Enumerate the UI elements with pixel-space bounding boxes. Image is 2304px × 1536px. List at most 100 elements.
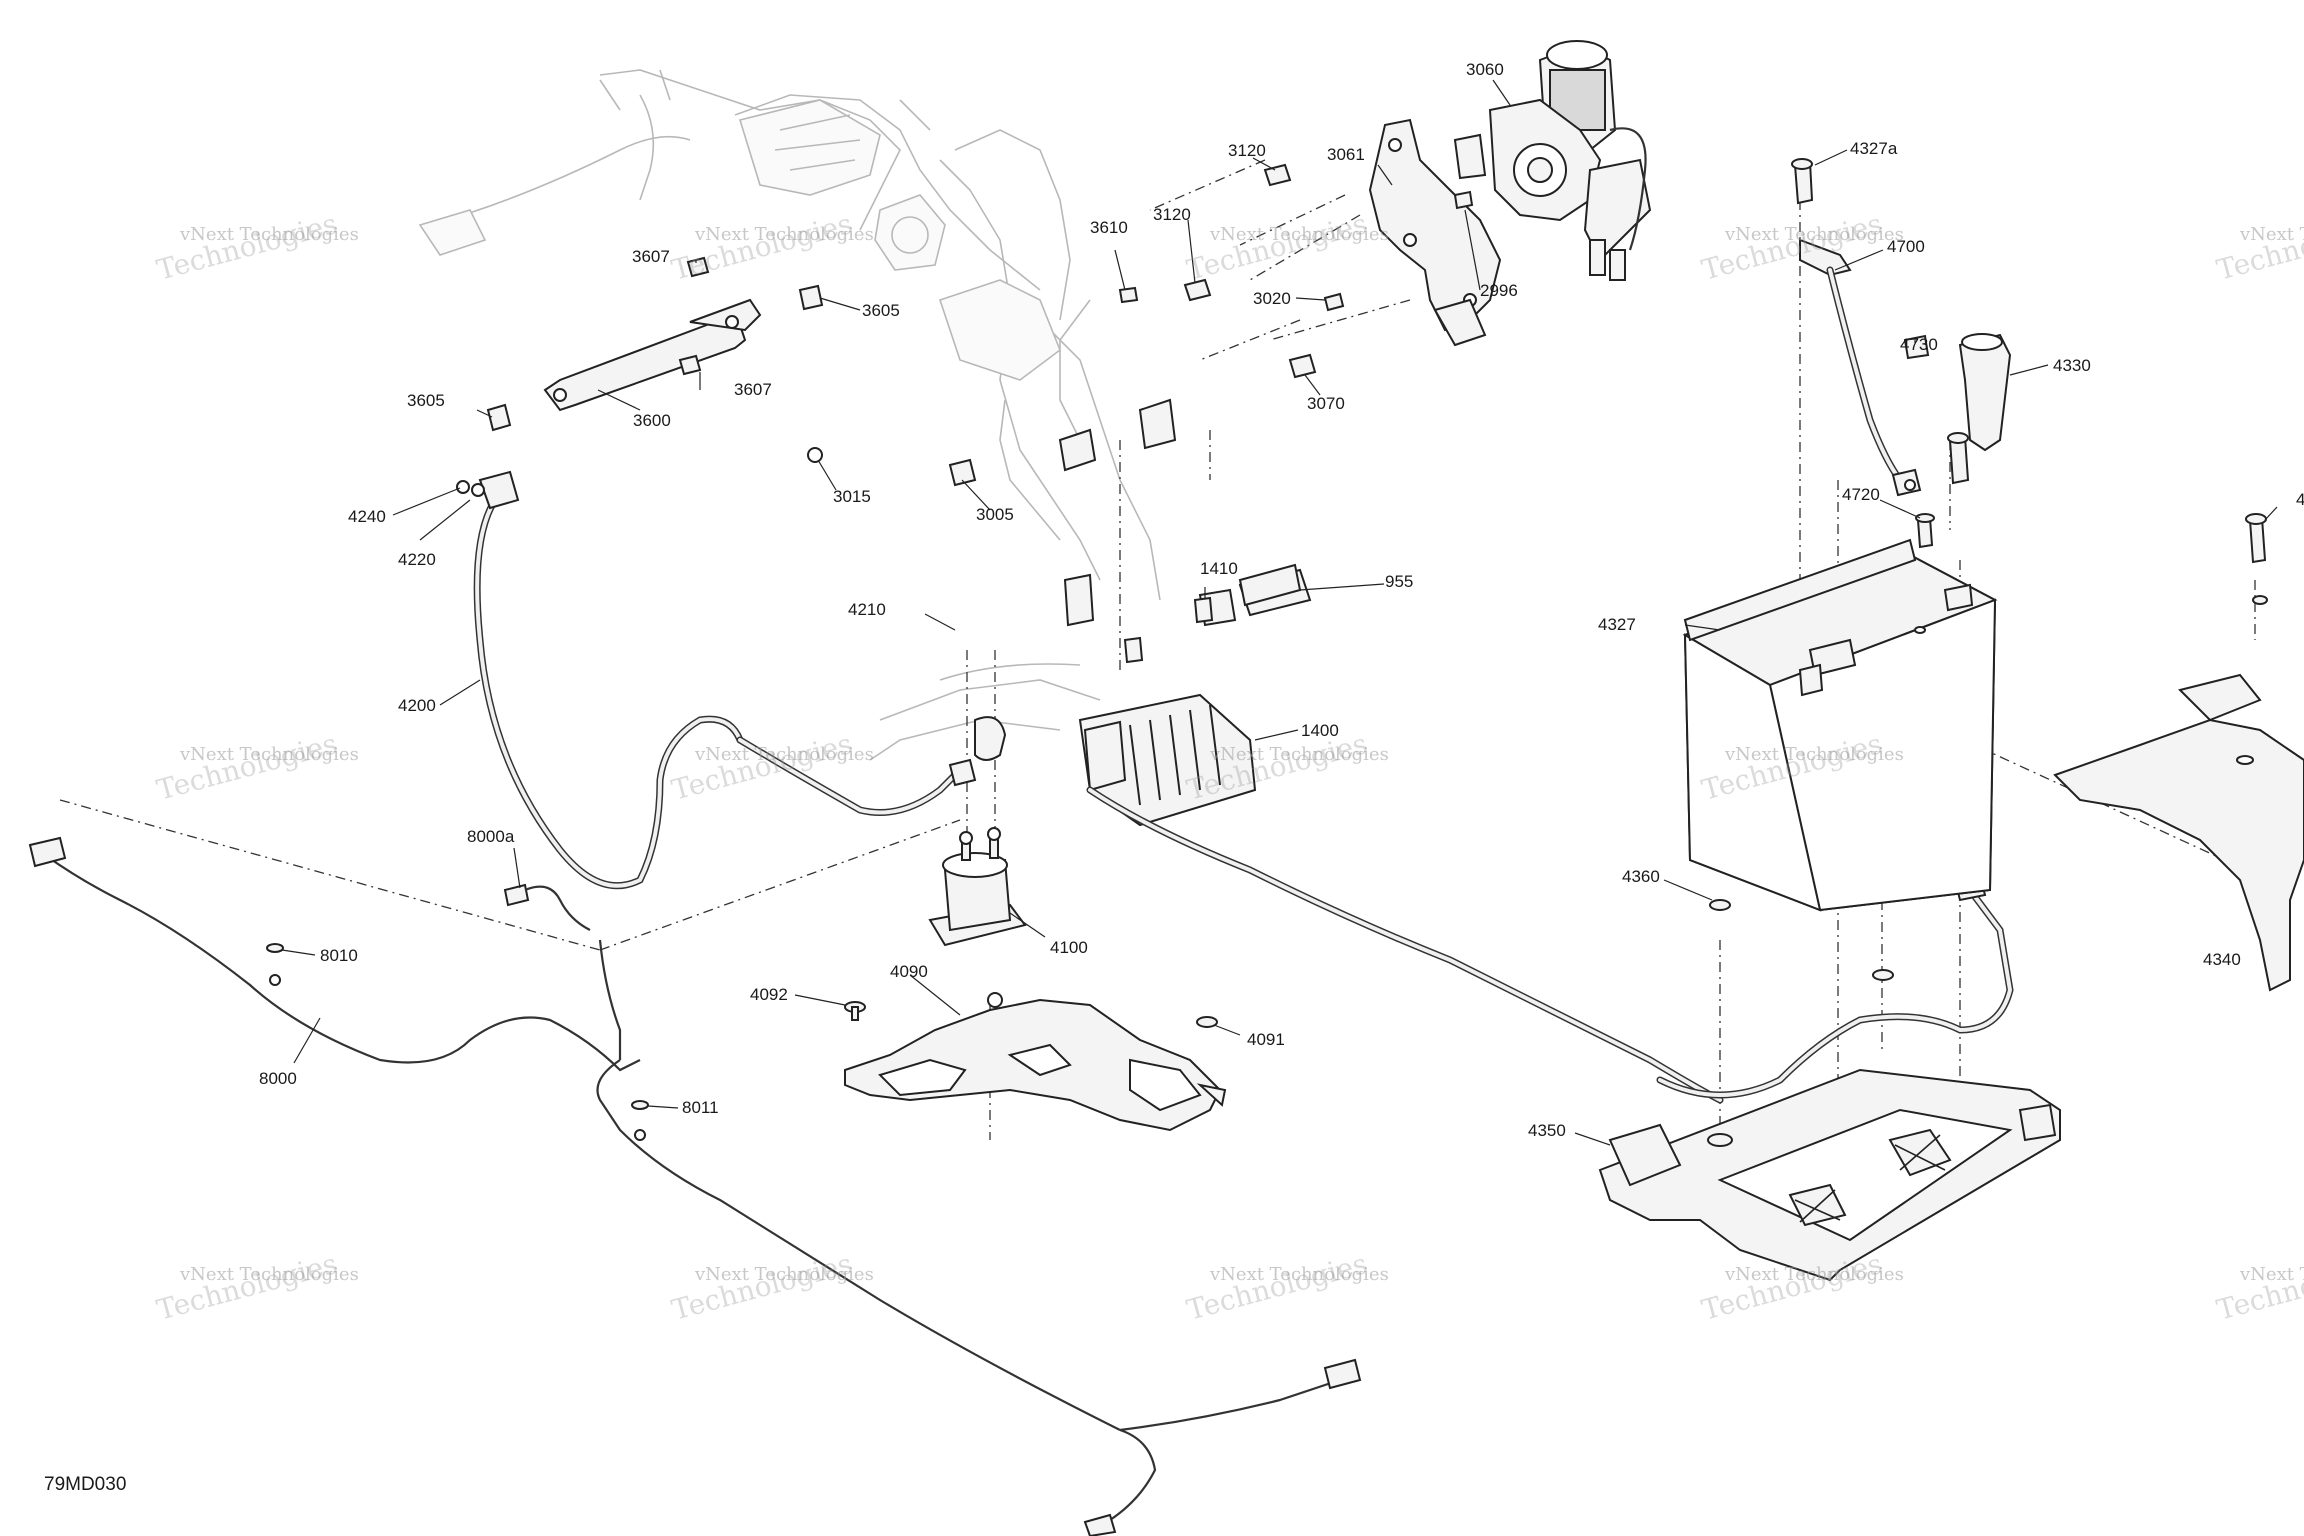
starter-solenoid-4100 xyxy=(928,716,1027,947)
callout-4360: 4360 xyxy=(1622,867,1660,886)
callout-3610: 3610 xyxy=(1090,218,1128,237)
svg-text:vNext Technologies: vNext Technologies xyxy=(1209,224,1389,245)
callout-3120: 3120 xyxy=(1228,141,1266,160)
callout-4092: 4092 xyxy=(750,985,788,1004)
battery-terminal-bolts-4720-4730-4327a xyxy=(1791,158,1970,549)
terminal-cover-4330 xyxy=(1958,333,2012,452)
callout-3070: 3070 xyxy=(1307,394,1345,413)
callout-8000a: 8000a xyxy=(467,827,515,846)
callout-3605: 3605 xyxy=(862,301,900,320)
battery-tray-4350 xyxy=(1598,899,2061,1282)
callout-4240: 4240 xyxy=(348,507,386,526)
svg-text:vNext Technologies: vNext Technologies xyxy=(694,744,874,765)
svg-text:vNext Technologies: vNext Technologies xyxy=(1724,744,1904,765)
callout-1410: 1410 xyxy=(1200,559,1238,578)
callout-4327: 4327 xyxy=(1598,615,1636,634)
svg-text:vNext Technologies: vNext Technologies xyxy=(694,224,874,245)
callout-3020: 3020 xyxy=(1253,289,1291,308)
callout-4210: 4210 xyxy=(848,600,886,619)
svg-text:Technologies: Technologies xyxy=(668,207,856,287)
battery-4327 xyxy=(1682,538,1998,912)
bolts-3605-3607-3015-3005 xyxy=(486,256,977,487)
svg-text:vNext Technologies: vNext Technologies xyxy=(2239,224,2304,245)
callout-4220: 4220 xyxy=(398,550,436,569)
svg-text:Technologies: Technologies xyxy=(2213,1247,2304,1327)
callout-4-partial: 4 xyxy=(2296,490,2304,509)
callout-3005: 3005 xyxy=(976,505,1014,524)
callout-3120: 3120 xyxy=(1153,205,1191,224)
ground-strap-3600 xyxy=(543,298,762,412)
callout-3607: 3607 xyxy=(632,247,670,266)
callout-8010: 8010 xyxy=(320,946,358,965)
callout-2996: 2996 xyxy=(1480,281,1518,300)
callout-3605: 3605 xyxy=(407,391,445,410)
bolts-3120-3020-3070-2996 xyxy=(1118,163,1474,379)
battery-cable-4700 xyxy=(1799,238,1922,497)
callout-4730: 4730 xyxy=(1900,335,1938,354)
callout-4100: 4100 xyxy=(1050,938,1088,957)
callout-4327a: 4327a xyxy=(1850,139,1898,158)
svg-text:vNext Technologies: vNext Technologies xyxy=(1724,224,1904,245)
svg-text:Technologies: Technologies xyxy=(153,727,341,807)
svg-text:vNext Technologies: vNext Technologies xyxy=(179,224,359,245)
callout-labels: 3061 3060 3120 3120 3610 2996 3020 3070 … xyxy=(259,60,2304,1140)
wiring-harness-8000 xyxy=(28,836,1362,1536)
callout-4340: 4340 xyxy=(2203,950,2241,969)
callout-3061: 3061 xyxy=(1327,145,1365,164)
svg-text:Technologies: Technologies xyxy=(668,1247,856,1327)
callout-8000: 8000 xyxy=(259,1069,297,1088)
actuator-motor-3060 xyxy=(1453,40,1652,281)
battery-cable-4200 xyxy=(456,470,977,890)
svg-text:Technologies: Technologies xyxy=(1183,207,1371,287)
callout-4350: 4350 xyxy=(1528,1121,1566,1140)
svg-text:vNext Technologies: vNext Technologies xyxy=(1724,1264,1904,1285)
callout-8011: 8011 xyxy=(682,1098,719,1117)
callout-4720: 4720 xyxy=(1842,485,1880,504)
frame-ghost-outline xyxy=(418,69,1161,761)
callout-3600: 3600 xyxy=(633,411,671,430)
svg-text:Technologies: Technologies xyxy=(153,207,341,287)
callout-4091: 4091 xyxy=(1247,1030,1285,1049)
callout-4200: 4200 xyxy=(398,696,436,715)
callout-955: 955 xyxy=(1385,572,1413,591)
callout-3015: 3015 xyxy=(833,487,871,506)
svg-text:vNext Technologies: vNext Technologies xyxy=(1209,1264,1389,1285)
svg-text:vNext Technologies: vNext Technologies xyxy=(2239,1264,2304,1285)
connectors xyxy=(1058,398,1302,627)
callout-1400: 1400 xyxy=(1301,721,1339,740)
svg-text:vNext Technologies: vNext Technologies xyxy=(1209,744,1389,765)
svg-text:vNext Technologies: vNext Technologies xyxy=(179,744,359,765)
svg-text:Technologies: Technologies xyxy=(153,1247,341,1327)
leader-lines xyxy=(281,79,2278,1146)
main-harness-run xyxy=(1086,786,2014,1104)
voltage-regulator-1400 xyxy=(1078,568,1312,827)
callout-4090: 4090 xyxy=(890,962,928,981)
callout-4330: 4330 xyxy=(2053,356,2091,375)
svg-text:Technologies: Technologies xyxy=(2213,207,2304,287)
callout-3060: 3060 xyxy=(1466,60,1504,79)
solenoid-bracket-4090 xyxy=(844,992,1227,1132)
clips-8010-8011 xyxy=(266,943,649,1110)
svg-text:vNext Technologies: vNext Technologies xyxy=(694,1264,874,1285)
hold-down-bracket-4340 xyxy=(2053,513,2304,992)
svg-text:Technologies: Technologies xyxy=(1698,207,1886,287)
callout-3607: 3607 xyxy=(734,380,772,399)
svg-text:Technologies: Technologies xyxy=(1183,1247,1371,1327)
screws-4091-4092 xyxy=(844,1001,1218,1028)
svg-text:vNext Technologies: vNext Technologies xyxy=(179,1264,359,1285)
diagram-code: 79MD030 xyxy=(44,1474,126,1495)
callout-4700: 4700 xyxy=(1887,237,1925,256)
actuator-bracket-3061 xyxy=(1368,118,1502,347)
